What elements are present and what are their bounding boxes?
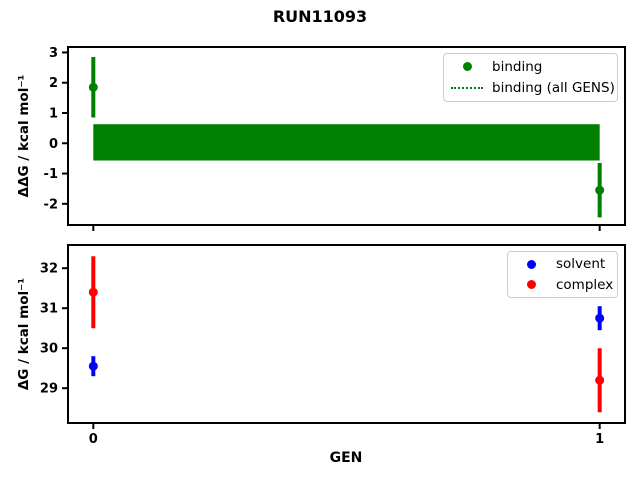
legend-entry-binding-all-gens: binding (all GENS) (450, 78, 615, 99)
band-binding-all-gens- (93, 124, 600, 161)
legend-entry-complex: complex (514, 275, 614, 296)
plot-frame (67, 46, 626, 226)
legend-glyph-box (514, 280, 548, 290)
y-tick-label: 30 (40, 342, 58, 357)
y-tick-label: -2 (44, 197, 58, 212)
y-tick-label: 0 (49, 137, 58, 152)
data-point-complex (88, 287, 98, 297)
legend-label-complex: complex (556, 276, 614, 293)
x-tick-label: 1 (595, 432, 604, 447)
y-tick-label: 32 (40, 262, 58, 277)
bottom-y-axis-label: ΔG / kcal mol⁻¹ (16, 277, 32, 391)
y-tick-label: 1 (49, 106, 58, 121)
y-tick-label: 3 (49, 46, 58, 61)
data-point-solvent (88, 361, 98, 371)
top-legend: binding binding (all GENS) (443, 53, 618, 102)
legend-glyph-box (450, 62, 484, 72)
figure-title: RUN11093 (272, 7, 368, 26)
x-axis-label: GEN (329, 450, 363, 466)
data-point-binding (595, 185, 605, 195)
data-point-complex (595, 375, 605, 385)
legend-entry-solvent: solvent (514, 254, 611, 275)
y-tick-label: 31 (40, 302, 58, 317)
plot-frame (67, 244, 626, 424)
data-point-solvent (595, 313, 605, 323)
legend-label-binding: binding (492, 58, 543, 75)
y-tick-label: 29 (40, 382, 58, 397)
legend-glyph-box (514, 259, 548, 269)
top-y-axis-label: ΔΔG / kcal mol⁻¹ (16, 74, 32, 198)
x-tick-label: 0 (89, 432, 98, 447)
binding-all-gens-dotted-line-icon (451, 87, 483, 90)
legend-label-binding-all-gens: binding (all GENS) (492, 80, 615, 97)
bottom-legend: solvent complex (507, 251, 618, 298)
solvent-marker-icon (526, 259, 536, 269)
legend-glyph-box (450, 87, 484, 90)
binding-marker-icon (462, 62, 472, 72)
legend-label-solvent: solvent (556, 256, 606, 273)
y-tick-label: -1 (44, 167, 58, 182)
y-tick-label: 2 (49, 76, 58, 91)
legend-entry-binding: binding (450, 56, 611, 77)
data-point-binding (88, 82, 98, 92)
complex-marker-icon (526, 280, 536, 290)
